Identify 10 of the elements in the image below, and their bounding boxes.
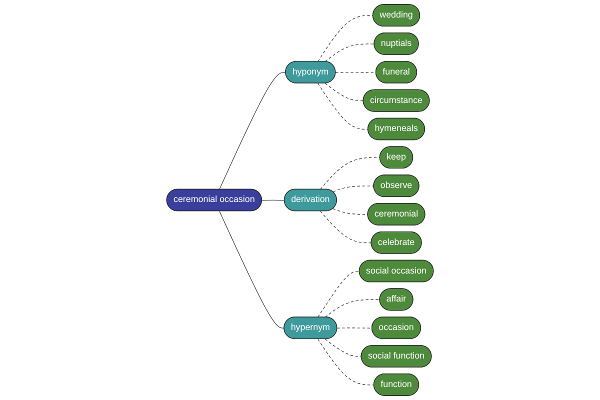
connector bbox=[335, 72, 376, 73]
connector bbox=[332, 186, 374, 192]
connector bbox=[219, 210, 284, 328]
connector bbox=[318, 270, 360, 318]
connector bbox=[324, 83, 364, 102]
connector bbox=[262, 200, 285, 201]
connector bbox=[318, 15, 374, 62]
connector bbox=[324, 299, 380, 318]
connector bbox=[219, 72, 286, 190]
connector bbox=[318, 338, 374, 386]
